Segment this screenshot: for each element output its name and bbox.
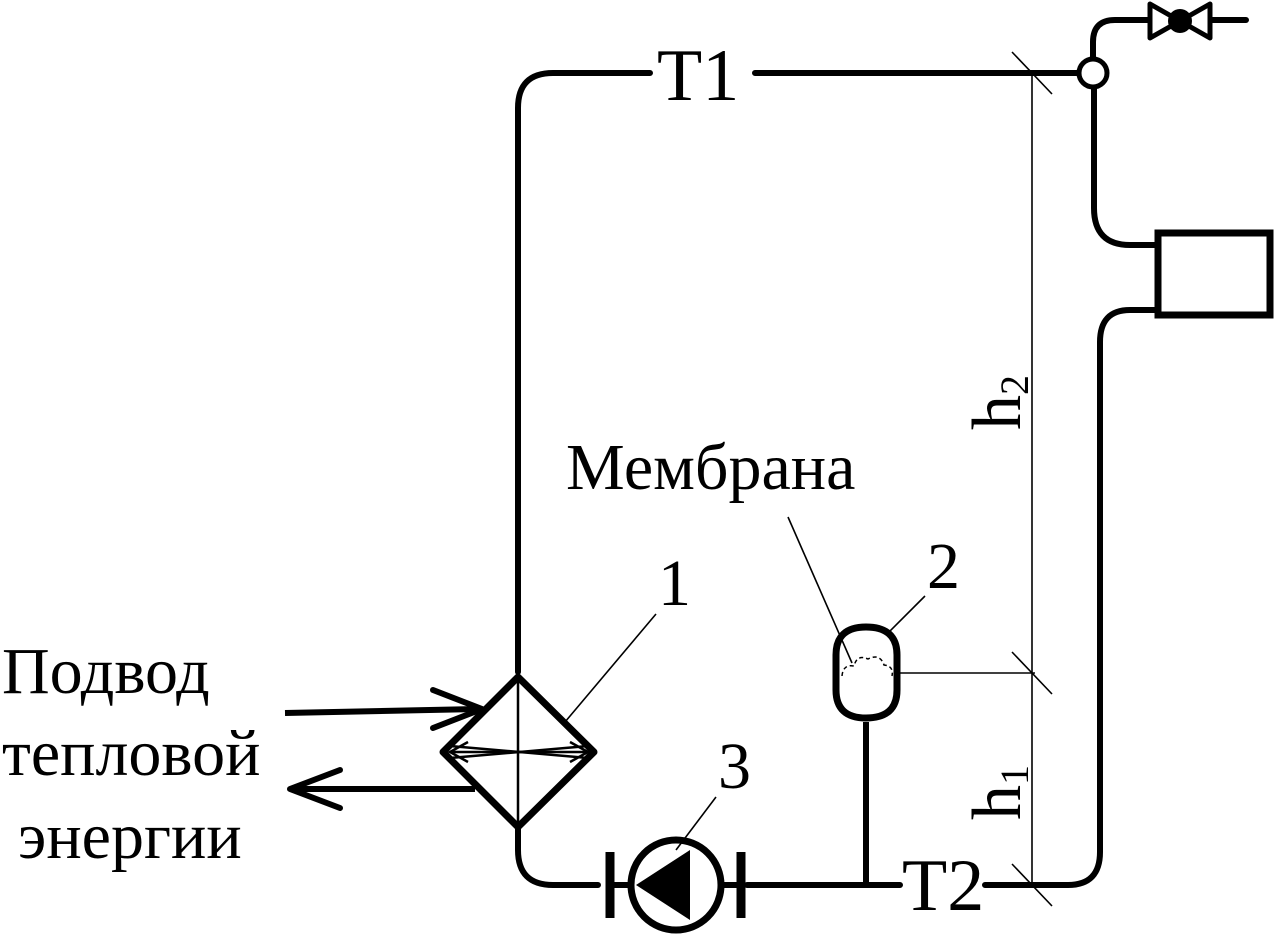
label-heat-supply-line3: энергии <box>18 800 242 873</box>
shutoff-valve-icon <box>1147 1 1213 41</box>
label-membrane: Мембрана <box>566 431 855 504</box>
label-t1: T1 <box>657 35 739 117</box>
return-pipe-bottom-left <box>515 822 601 888</box>
dimension-lines <box>897 51 1053 907</box>
label-h2-subscript: 2 <box>992 375 1037 395</box>
leader-line-membrane <box>787 516 853 664</box>
label-heat-supply-line1: Подвод <box>2 635 210 708</box>
label-h2: h2 <box>959 375 1037 430</box>
heat-exchanger-icon <box>439 673 598 831</box>
circulation-pump-icon <box>605 836 746 934</box>
supply-pipe-t1 <box>515 70 1081 675</box>
label-t2: T2 <box>902 845 984 927</box>
label-heat-supply-line2: тепловой <box>2 717 260 790</box>
label-number-2: 2 <box>927 530 960 603</box>
riser-pipe-right <box>1091 83 1161 248</box>
label-number-3: 3 <box>718 730 751 803</box>
radiator-icon <box>1154 229 1274 319</box>
heat-supply-arrows <box>284 687 485 811</box>
leader-line-1 <box>564 613 657 723</box>
valve-branch-pipe <box>1090 17 1249 63</box>
label-h1: h1 <box>959 765 1037 820</box>
leader-line-3 <box>675 796 717 851</box>
air-vent-icon <box>1076 56 1110 90</box>
return-pipe-t2 <box>744 307 1161 888</box>
membrane-expansion-tank-icon <box>832 623 901 885</box>
leader-line-2 <box>886 595 926 635</box>
label-number-1: 1 <box>658 547 691 620</box>
label-h1-subscript: 1 <box>992 765 1037 785</box>
